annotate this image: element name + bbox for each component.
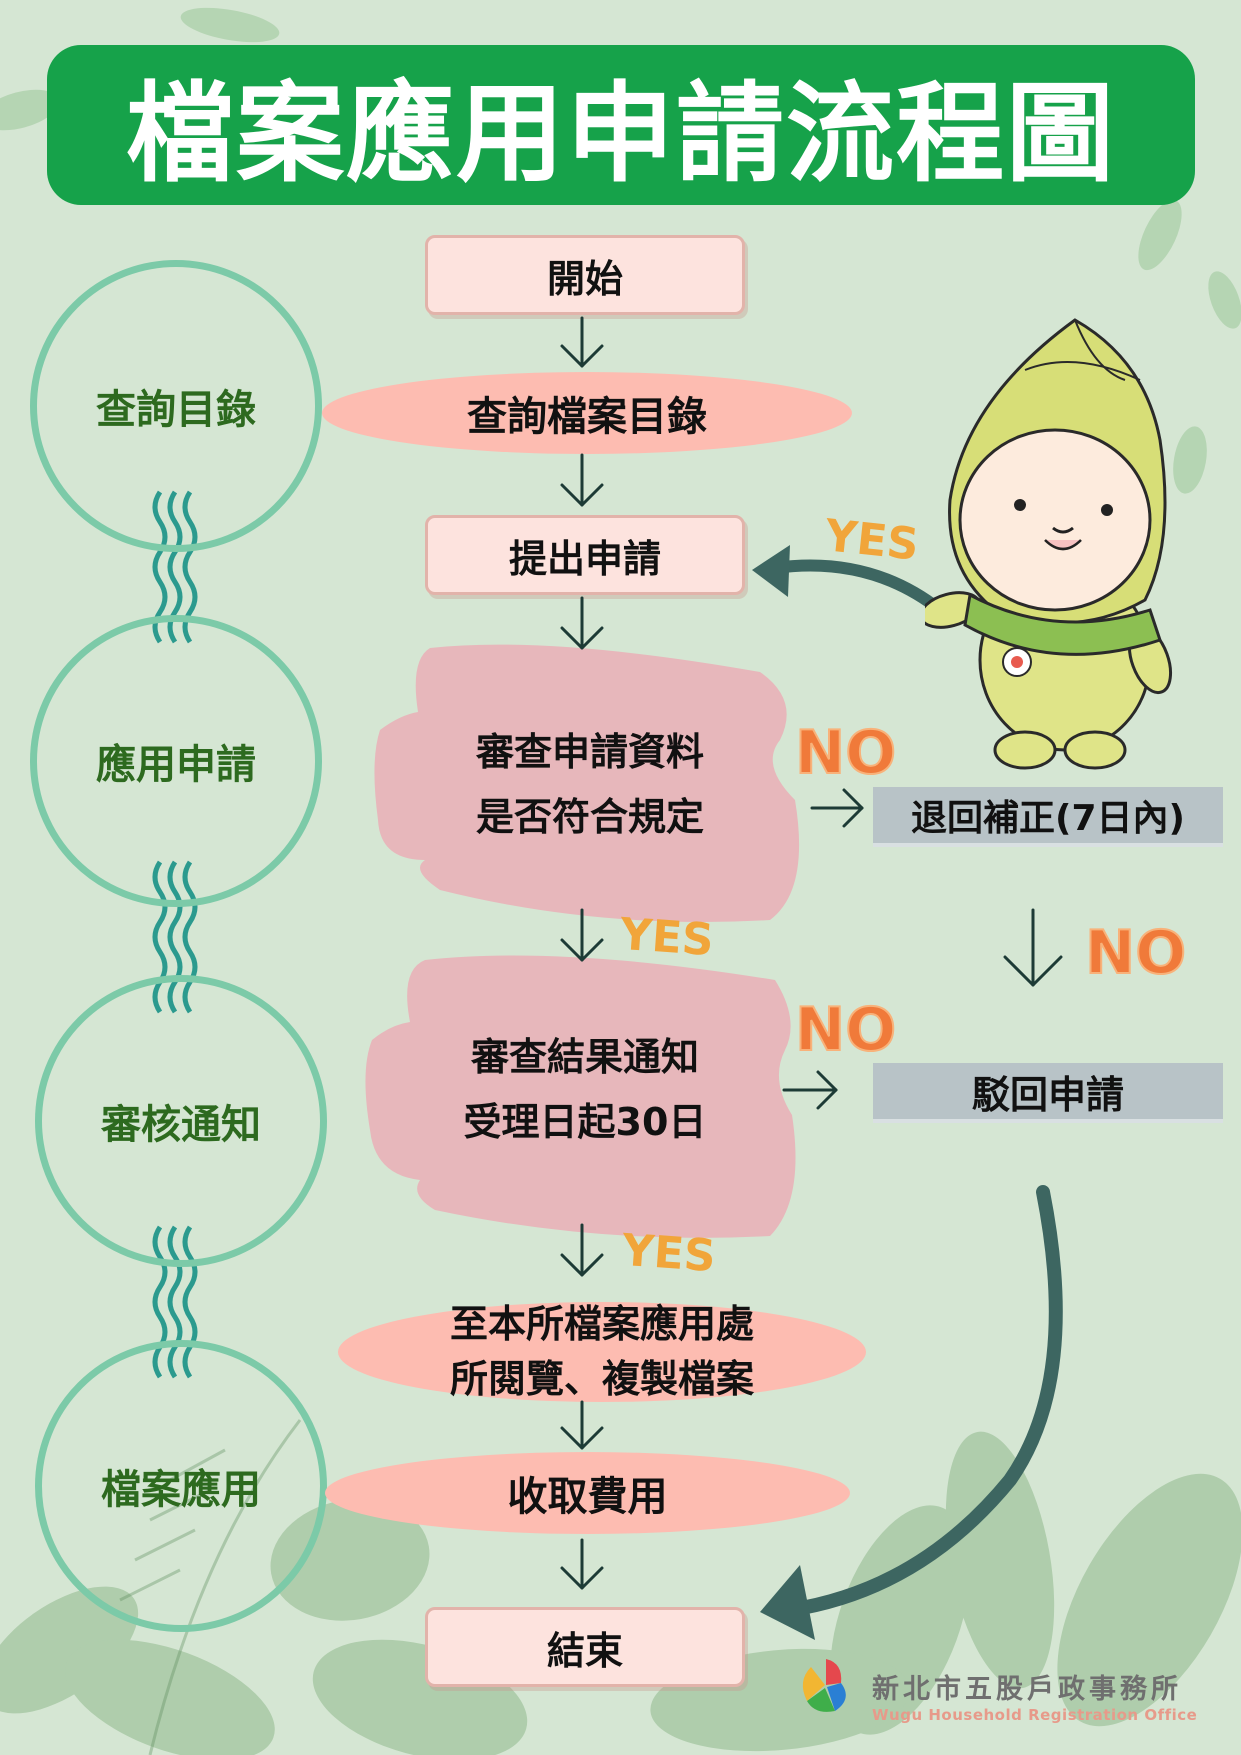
notify-label-line2: 受理日起30日 — [463, 1100, 707, 1144]
yes-label: YES — [620, 1224, 718, 1283]
end-node: 結束 — [425, 1607, 745, 1687]
stage-circle-catalog: 查詢目錄 — [30, 260, 322, 552]
curve-arrow-yes — [769, 559, 946, 616]
arrow-down — [560, 316, 604, 368]
view-copy-node: 至本所檔案應用處 所閱覽、複製檔案 — [338, 1302, 866, 1402]
yes-label: YES — [822, 510, 922, 571]
arrow-down — [560, 453, 604, 507]
stage-circle-review: 審核通知 — [35, 975, 327, 1267]
arrow-right — [810, 788, 864, 828]
no-label: NO — [794, 717, 897, 789]
stage-circle-use: 檔案應用 — [35, 1340, 327, 1632]
stage-label: 審核通知 — [101, 1102, 261, 1148]
arrow-down — [560, 1400, 604, 1450]
search-catalog-label: 查詢檔案目錄 — [467, 394, 707, 440]
return-label: 退回補正(7日內) — [911, 798, 1185, 839]
curve-arrow-yes-head — [752, 545, 790, 597]
arrow-down — [1003, 908, 1063, 987]
end-label: 結束 — [546, 1628, 623, 1673]
office-name-en: Wugu Household Registration Office — [872, 1706, 1198, 1724]
stage-label: 查詢目錄 — [96, 387, 256, 433]
review-label-line2: 是否符合規定 — [475, 795, 704, 839]
no-label: NO — [794, 994, 897, 1066]
yes-label: YES — [618, 908, 716, 967]
arrow-right — [782, 1070, 838, 1110]
arrow-down — [560, 596, 604, 650]
title-banner: 檔案應用申請流程圖 — [47, 45, 1195, 205]
arrow-down — [560, 1538, 604, 1590]
view-label-line1: 至本所檔案應用處 — [449, 1301, 754, 1346]
submit-node: 提出申請 — [425, 515, 745, 595]
notify-label-line1: 審查結果通知 — [470, 1035, 699, 1080]
no-label: NO — [1084, 917, 1187, 989]
mascot-illustration — [925, 318, 1173, 770]
review-blob-shape — [374, 644, 800, 922]
notify-node: 審查結果通知 受理日起30日 — [395, 1025, 775, 1155]
submit-label: 提出申請 — [508, 536, 661, 581]
arrow-down — [560, 908, 604, 962]
reject-label: 駁回申請 — [971, 1072, 1124, 1117]
arrow-down — [560, 1223, 604, 1277]
page-title: 檔案應用申請流程圖 — [125, 72, 1116, 197]
curve-arrow-end-head — [760, 1565, 815, 1640]
search-catalog-node: 查詢檔案目錄 — [322, 372, 852, 454]
stage-label: 檔案應用 — [101, 1467, 261, 1513]
stage-label: 應用申請 — [96, 742, 256, 788]
curve-arrow-end — [783, 1185, 1063, 1617]
office-logo-icon — [802, 1659, 846, 1712]
start-label: 開始 — [546, 256, 623, 301]
office-name-cn: 新北市五股戶政事務所 — [872, 1674, 1182, 1705]
review-label-line1: 審查申請資料 — [475, 730, 704, 775]
fee-node: 收取費用 — [325, 1452, 850, 1534]
stage-circle-apply: 應用申請 — [30, 615, 322, 907]
start-node: 開始 — [425, 235, 745, 315]
return-node: 退回補正(7日內) — [873, 787, 1223, 847]
notify-blob-shape — [365, 955, 796, 1238]
review-node: 審查申請資料 是否符合規定 — [400, 720, 780, 850]
fee-label: 收取費用 — [507, 1474, 668, 1520]
reject-node: 駁回申請 — [873, 1063, 1223, 1123]
view-label-line2: 所閱覽、複製檔案 — [449, 1357, 754, 1401]
office-logo-text: 新北市五股戶政事務所 Wugu Household Registration O… — [872, 1667, 1197, 1724]
